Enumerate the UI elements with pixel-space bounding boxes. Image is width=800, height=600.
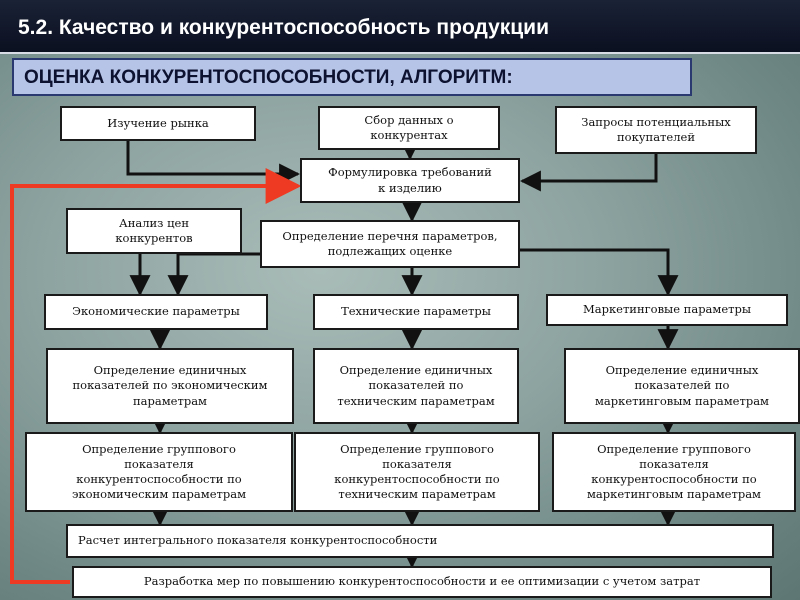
marketing-single-indicators-box: Определение единичных показателей по мар…: [564, 348, 800, 424]
integral-calculation-box: Расчет интегрального показателя конкурен…: [66, 524, 774, 558]
technical-single-indicators-box: Определение единичных показателей по тех…: [313, 348, 519, 424]
economic-group-indicator-box: Определение группового показателя конкур…: [25, 432, 293, 512]
market-study-box: Изучение рынка: [60, 106, 256, 141]
economic-single-indicators-box: Определение единичных показателей по эко…: [46, 348, 294, 424]
diagram-subtitle: ОЦЕНКА КОНКУРЕНТОСПОСОБНОСТИ, АЛГОРИТМ:: [12, 58, 692, 96]
arrow-params-to-marketing: [520, 248, 679, 297]
marketing-params-box: Маркетинговые параметры: [546, 294, 788, 326]
title-bar: 5.2. Качество и конкурентоспособность пр…: [0, 0, 800, 54]
marketing-group-indicator-box: Определение группового показателя конкур…: [552, 432, 796, 512]
requirements-box: Формулировка требований к изделию: [300, 158, 520, 203]
parameter-list-box: Определение перечня параметров, подлежащ…: [260, 220, 520, 268]
page-title: 5.2. Качество и конкурентоспособность пр…: [18, 16, 549, 39]
feedback-loop-arrow: [10, 168, 302, 584]
buyer-requests-box: Запросы потенциальных покупателей: [555, 106, 757, 154]
improvement-measures-box: Разработка мер по повышению конкурентосп…: [72, 566, 772, 598]
technical-params-box: Технические параметры: [313, 294, 519, 330]
arrow-buyers-to-requirements: [519, 154, 658, 192]
economic-params-box: Экономические параметры: [44, 294, 268, 330]
arrow-params-to-economic: [167, 252, 260, 297]
technical-group-indicator-box: Определение группового показателя конкур…: [294, 432, 540, 512]
competitor-data-box: Сбор данных о конкурентах: [318, 106, 500, 150]
arrow-market-to-requirements: [126, 141, 301, 185]
price-analysis-box: Анализ цен конкурентов: [66, 208, 242, 254]
